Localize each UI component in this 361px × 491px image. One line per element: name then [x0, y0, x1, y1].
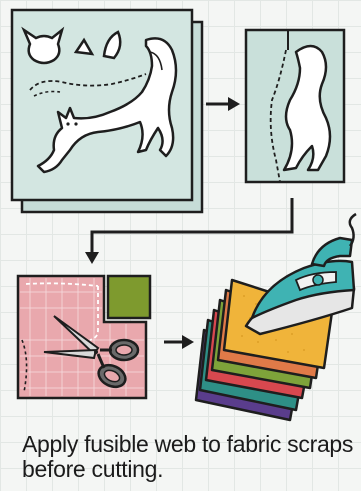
iron-dial: [313, 275, 323, 285]
fabric-stack-panel: [196, 214, 356, 420]
instruction-caption: Apply fusible web to fabric scraps befor…: [22, 432, 358, 482]
fabric-cutting-panel: [18, 276, 150, 398]
instruction-illustration: [0, 0, 361, 430]
pattern-sheet-panel: [12, 10, 202, 212]
arrow-right-icon: [164, 335, 194, 349]
olive-swatch: [108, 276, 150, 318]
caption-line-1: Apply fusible web to fabric scraps: [22, 432, 358, 457]
cat-eye-left: [66, 122, 69, 125]
caption-line-2: before cutting.: [22, 457, 358, 482]
arrow-right-icon: [206, 97, 240, 111]
template-panel: [246, 30, 344, 182]
cat-eye-right: [74, 122, 77, 125]
